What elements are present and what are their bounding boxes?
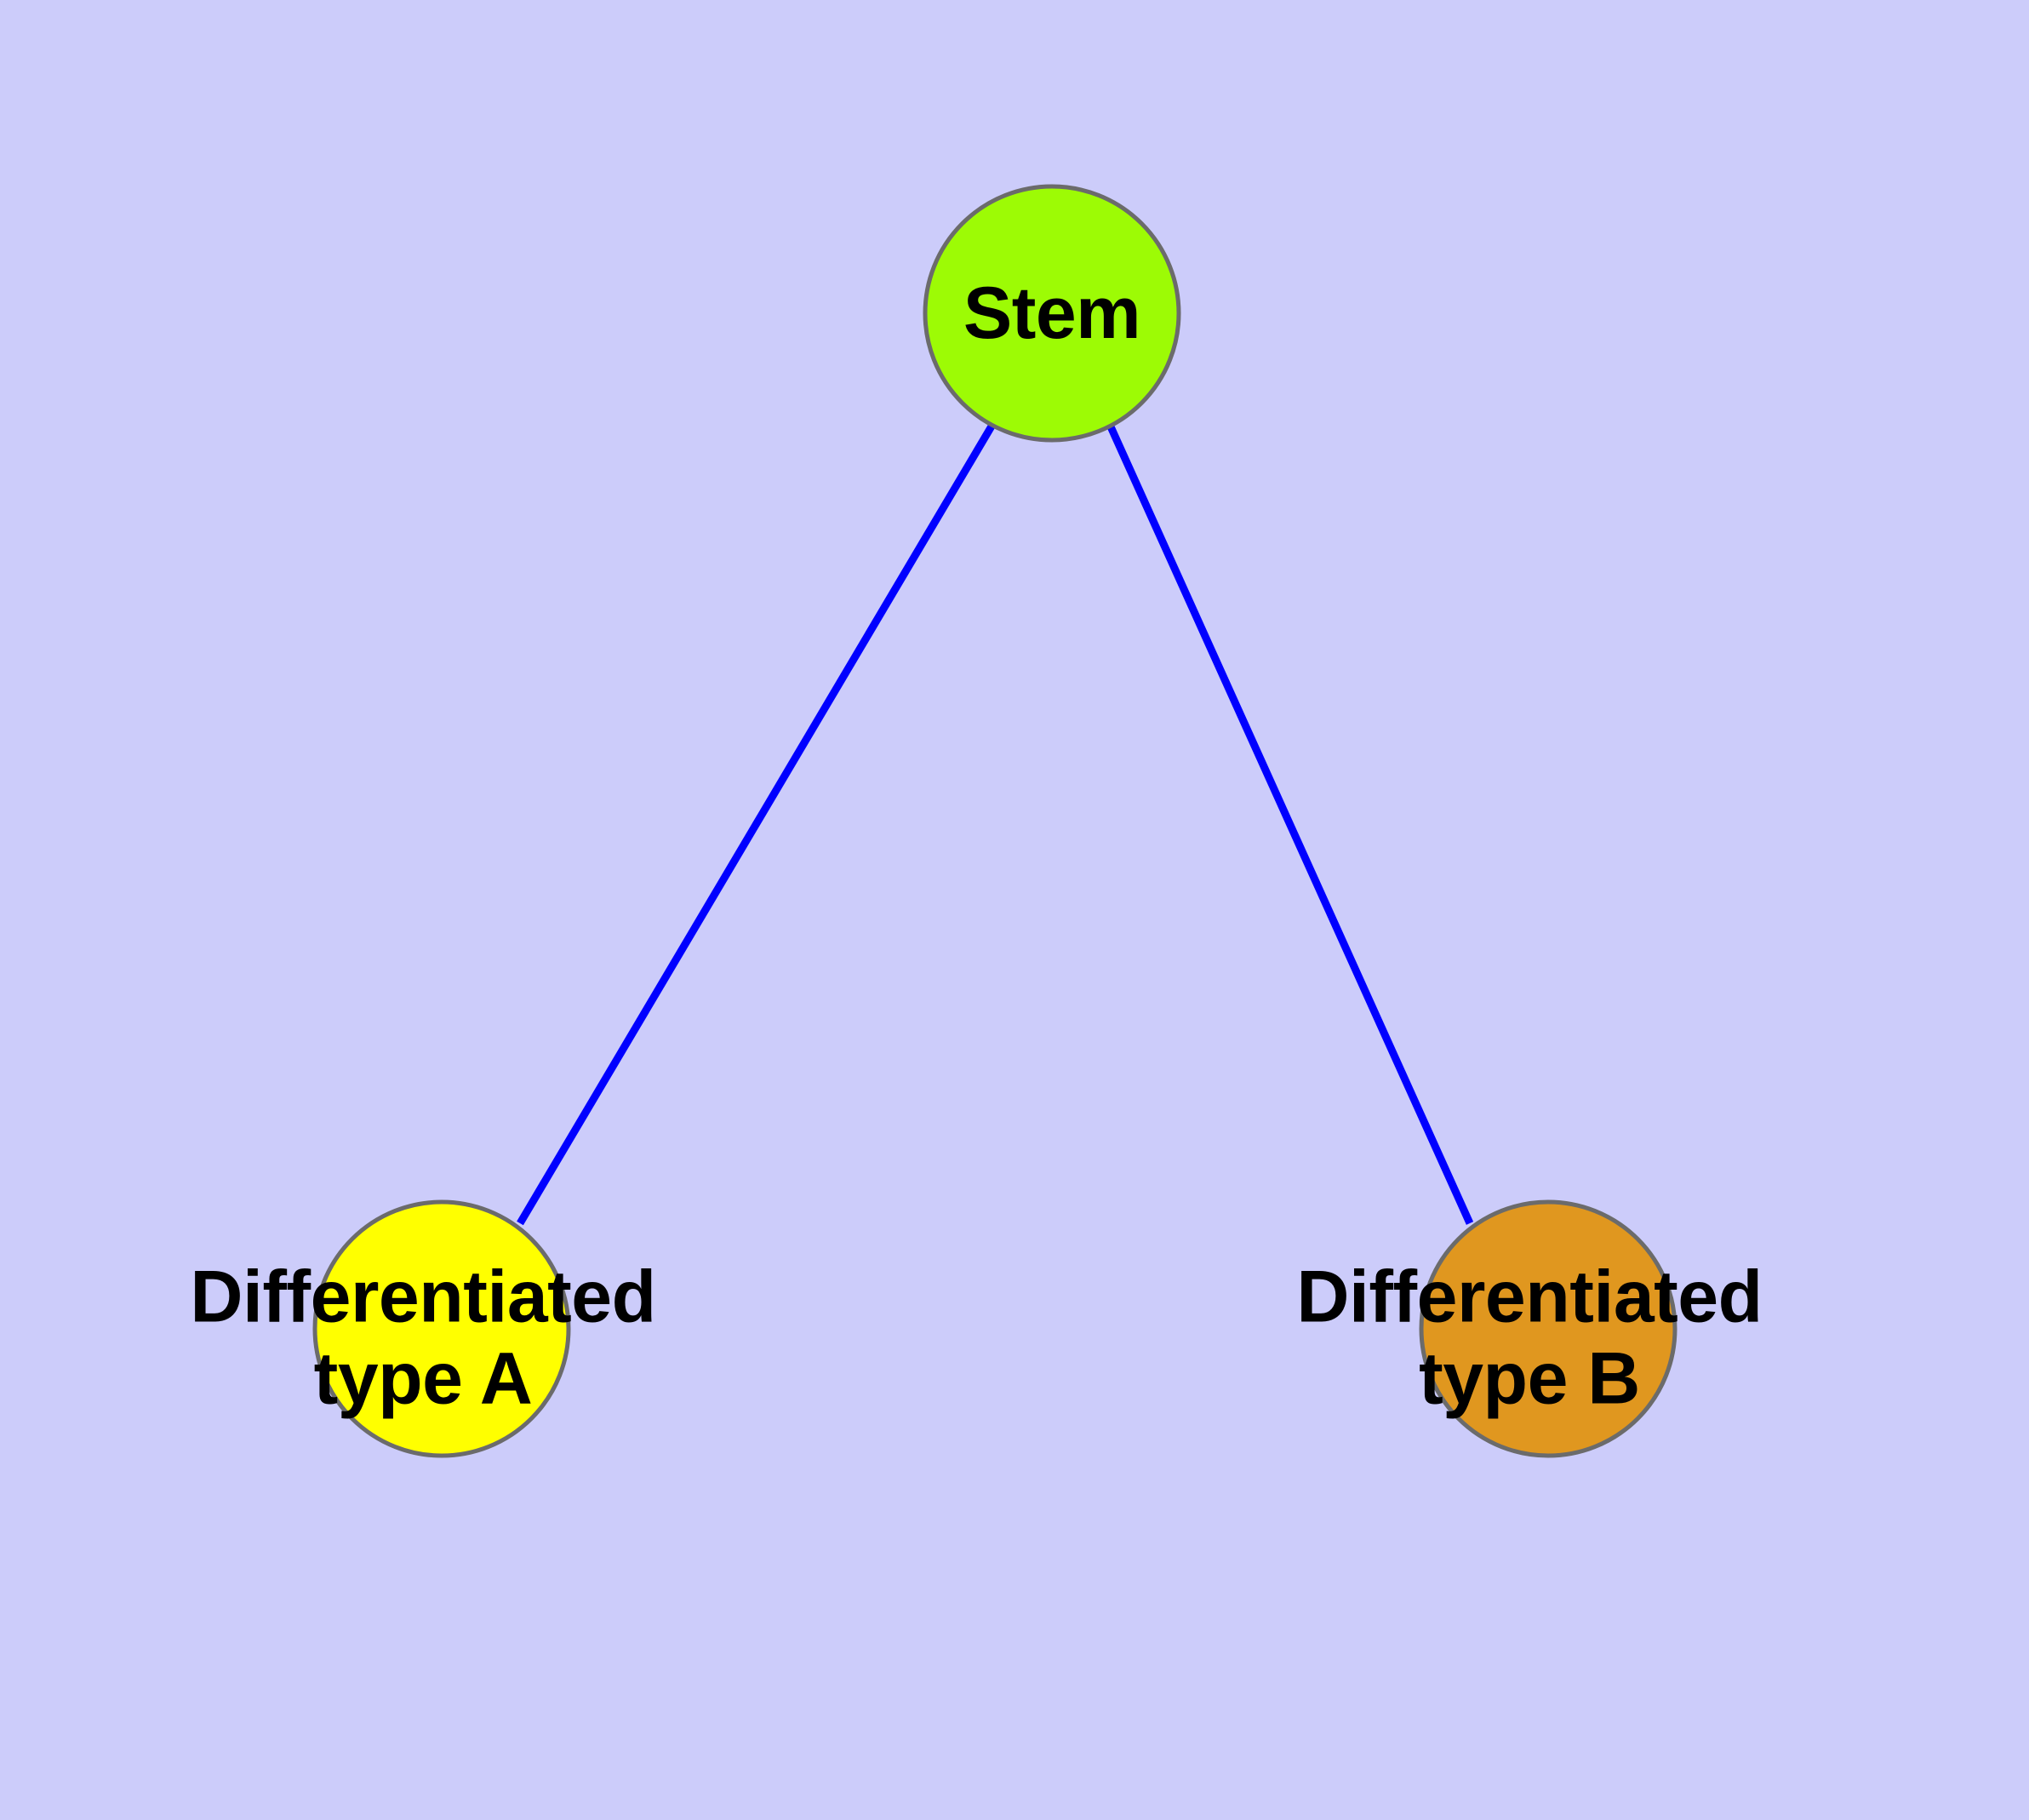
- node-circle-diff-b[interactable]: [1419, 1199, 1677, 1458]
- node-circle-stem[interactable]: [923, 184, 1181, 443]
- node-circle-diff-a[interactable]: [312, 1199, 571, 1458]
- edge-stem-diff-a[interactable]: [517, 422, 996, 1226]
- edge-layer: [517, 422, 1474, 1226]
- node-layer: [312, 184, 1677, 1458]
- edge-stem-diff-b[interactable]: [1106, 423, 1474, 1225]
